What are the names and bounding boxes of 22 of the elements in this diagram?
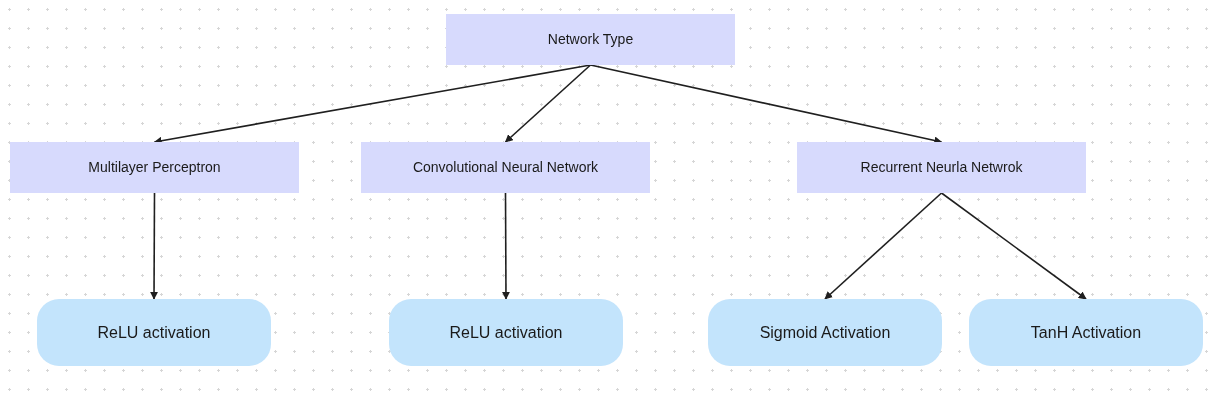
rounded-box xyxy=(969,299,1203,366)
node-label: ReLU activation xyxy=(97,322,211,343)
arrow xyxy=(940,192,1087,300)
node-label: Network Type xyxy=(547,30,634,49)
process-box xyxy=(797,142,1086,193)
process-box xyxy=(10,142,299,193)
rounded-box xyxy=(708,299,942,366)
process-box xyxy=(361,142,650,193)
arrow xyxy=(150,192,159,300)
arrow xyxy=(504,64,592,143)
arrow xyxy=(501,192,510,300)
arrow xyxy=(589,64,943,145)
node-label: Convolutional Neural Network xyxy=(412,158,599,177)
arrow xyxy=(824,192,943,300)
node-label: Multilayer Perceptron xyxy=(88,158,221,177)
node-label: Recurrent Neurla Netwrok xyxy=(860,158,1023,177)
rounded-box xyxy=(389,299,623,366)
node-label: Sigmoid Activation xyxy=(759,322,891,343)
node-label: ReLU activation xyxy=(449,322,563,343)
node-label: TanH Activation xyxy=(1030,322,1142,343)
process-box xyxy=(446,14,735,65)
rounded-box xyxy=(37,299,271,366)
